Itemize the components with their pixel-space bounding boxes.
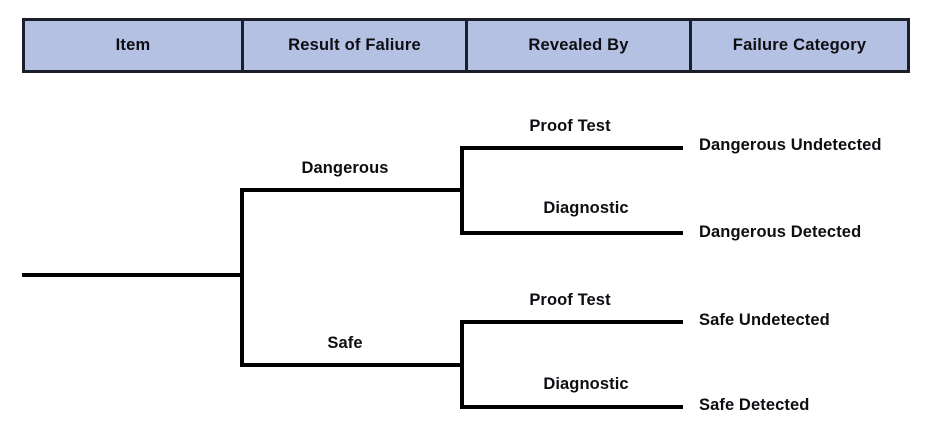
branch-line-safe xyxy=(240,363,464,367)
outcome-label-safe-undetected: Safe Undetected xyxy=(699,311,830,329)
column-header-revealed-by: Revealed By xyxy=(468,21,692,70)
outcome-label-dangerous-detected: Dangerous Detected xyxy=(699,223,862,241)
branch-label-dangerous: Dangerous xyxy=(301,159,389,177)
branch-line-safe-proof-test xyxy=(460,320,683,324)
safe-split-vertical-line xyxy=(460,320,464,409)
branch-line-dangerous-diagnostic xyxy=(460,231,683,235)
branch-line-dangerous xyxy=(240,188,464,192)
dangerous-split-vertical-line xyxy=(460,146,464,235)
branch-label-safe-diagnostic: Diagnostic xyxy=(543,375,629,393)
branch-label-safe: Safe xyxy=(327,334,363,352)
column-header-failure-category: Failure Category xyxy=(692,21,907,70)
branch-label-dangerous-proof-test: Proof Test xyxy=(529,117,611,135)
branch-label-safe-proof-test: Proof Test xyxy=(529,291,611,309)
outcome-label-safe-detected: Safe Detected xyxy=(699,396,810,414)
branch-label-dangerous-diagnostic: Diagnostic xyxy=(543,199,629,217)
branch-line-dangerous-proof-test xyxy=(460,146,683,150)
outcome-label-dangerous-undetected: Dangerous Undetected xyxy=(699,136,882,154)
column-header-result-of-failure: Result of Faliure xyxy=(244,21,468,70)
column-header-item: Item xyxy=(25,21,244,70)
root-split-vertical-line xyxy=(240,188,244,367)
branch-line-safe-diagnostic xyxy=(460,405,683,409)
column-header-table: Item Result of Faliure Revealed By Failu… xyxy=(22,18,910,73)
root-stem-line xyxy=(22,273,244,277)
